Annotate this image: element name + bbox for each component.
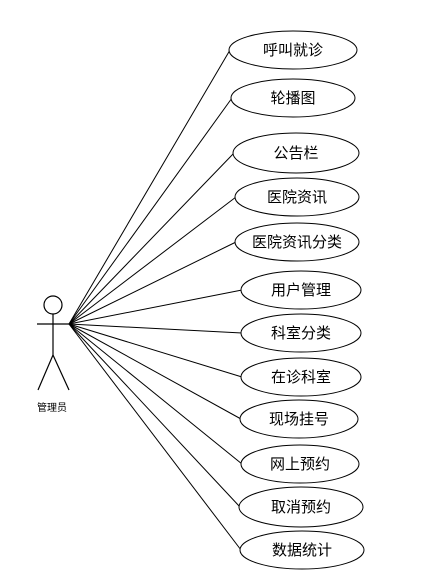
association-line — [68, 49, 231, 325]
use-case-label: 现场挂号 — [269, 410, 329, 428]
association-line — [68, 323, 242, 420]
association-line — [68, 97, 233, 325]
actor-head — [43, 295, 63, 315]
association-line — [68, 323, 243, 465]
association-line — [68, 241, 237, 325]
actor-left-leg — [37, 354, 54, 391]
association-line — [68, 152, 235, 325]
use-case-label: 医院资讯 — [267, 188, 327, 206]
use-case-ellipse — [239, 399, 359, 439]
use-case-label: 在诊科室 — [271, 368, 331, 386]
use-case-group: 呼叫就诊轮播图公告栏医院资讯医院资讯分类用户管理科室分类在诊科室现场挂号网上预约… — [228, 30, 365, 570]
use-case-label: 轮播图 — [270, 89, 315, 107]
use-case-label: 用户管理 — [271, 281, 331, 299]
use-case-ellipse — [228, 30, 358, 70]
use-case-ellipse — [238, 486, 364, 528]
use-case-label: 医院资讯分类 — [252, 233, 342, 251]
actor-right-leg — [52, 354, 70, 391]
association-line — [68, 323, 241, 508]
association-lines — [68, 49, 243, 551]
actor-label: 管理员 — [37, 403, 67, 414]
use-case-ellipse — [240, 444, 360, 484]
use-case-ellipse — [240, 270, 362, 310]
use-case-label: 科室分类 — [271, 324, 331, 342]
use-case-ellipse — [240, 357, 362, 397]
association-line — [68, 196, 237, 325]
use-case-label: 公告栏 — [273, 144, 318, 162]
use-case-label: 取消预约 — [271, 498, 331, 516]
use-case-ellipse — [239, 530, 365, 570]
use-case-ellipse — [234, 177, 360, 217]
use-case-label: 数据统计 — [272, 541, 332, 559]
use-case-ellipse — [230, 78, 356, 118]
association-line — [68, 289, 243, 325]
association-line — [68, 323, 243, 334]
use-case-ellipse — [234, 222, 360, 262]
use-case-label: 呼叫就诊 — [263, 41, 323, 59]
actor-figure — [37, 295, 70, 391]
association-line — [68, 323, 242, 551]
use-case-label: 网上预约 — [270, 455, 330, 473]
use-case-ellipse — [240, 313, 362, 353]
association-line — [68, 323, 243, 378]
use-case-ellipse — [232, 132, 360, 174]
